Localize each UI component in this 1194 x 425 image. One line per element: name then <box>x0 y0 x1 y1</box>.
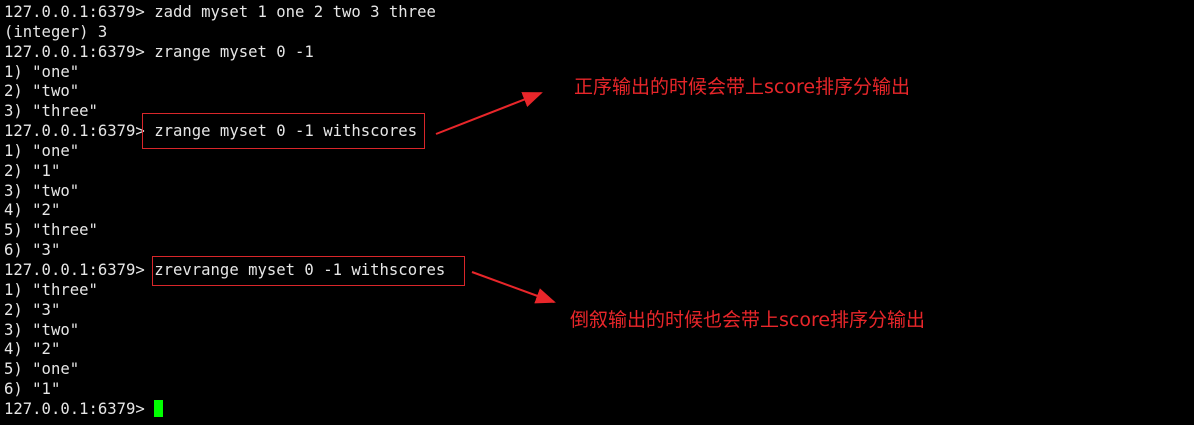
arrow-icon-descending <box>471 271 556 304</box>
terminal-line: 1) "one" <box>4 141 80 160</box>
terminal-line: 3) "two" <box>4 181 80 200</box>
terminal-line: 4) "2" <box>4 340 61 359</box>
terminal-line: 1) "one" <box>4 62 80 81</box>
highlight-box-zrevrange <box>152 256 465 286</box>
ascending-annotation: 正序输出的时候会带上score排序分输出 <box>574 76 911 98</box>
terminal-line: 2) "two" <box>4 82 80 101</box>
terminal-line: 5) "one" <box>4 360 80 379</box>
arrow-icon-ascending <box>435 92 543 135</box>
highlight-box-zrange <box>142 113 425 149</box>
terminal-output[interactable]: 127.0.0.1:6379> zadd myset 1 one 2 two 3… <box>4 3 445 420</box>
prompt: 127.0.0.1:6379> <box>4 399 155 418</box>
terminal-line: 127.0.0.1:6379> zadd myset 1 one 2 two 3… <box>4 3 436 21</box>
terminal-line: 6) "1" <box>4 380 61 399</box>
terminal-line: 5) "three" <box>4 221 98 240</box>
terminal-line: 127.0.0.1:6379> zrange myset 0 -1 <box>4 42 314 61</box>
terminal-line: 4) "2" <box>4 201 61 220</box>
terminal-line: 1) "three" <box>4 280 98 299</box>
prompt-line: 127.0.0.1:6379> <box>4 399 445 420</box>
terminal-line: 2) "3" <box>4 300 61 319</box>
terminal-line: 6) "3" <box>4 241 61 260</box>
terminal-line: 127.0.0.1:6379> zrange myset 0 -1 withsc… <box>4 122 418 141</box>
terminal-line: 3) "three" <box>4 102 98 121</box>
terminal-line: 3) "two" <box>4 320 80 339</box>
cursor <box>154 399 164 417</box>
terminal-line: 127.0.0.1:6379> zrevrange myset 0 -1 wit… <box>4 260 446 279</box>
terminal-line: 2) "1" <box>4 161 61 180</box>
descending-annotation: 倒叙输出的时候也会带上score排序分输出 <box>570 309 926 331</box>
terminal-line: (integer) 3 <box>4 22 108 41</box>
